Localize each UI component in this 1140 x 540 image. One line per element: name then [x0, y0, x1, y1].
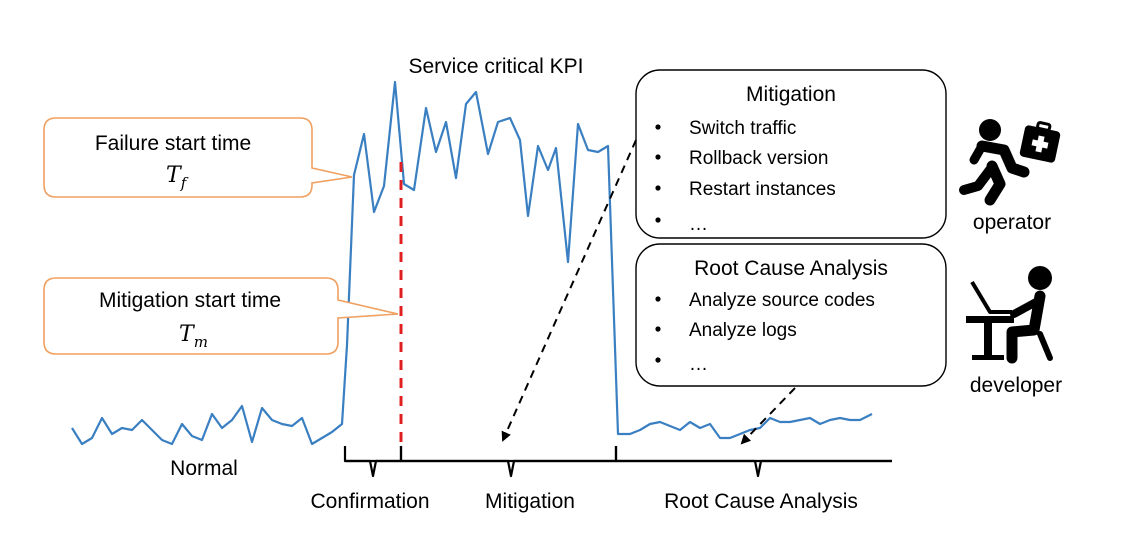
mitigation-item: …	[689, 214, 708, 235]
kpi-line	[71, 80, 873, 446]
mitigation-box	[635, 69, 947, 239]
mitigation-callout-symbol: Tm	[179, 322, 208, 351]
normal-label: Normal	[170, 457, 238, 480]
bullet	[655, 296, 661, 302]
mitigation-callout-label: Mitigation start time	[99, 289, 281, 312]
confirmation-label: Confirmation	[310, 490, 429, 513]
rca-box	[635, 243, 947, 387]
mitigation-box-items: Switch traffic Rollback version Restart …	[655, 118, 836, 235]
bullet	[655, 154, 661, 160]
mitigation-item: Switch traffic	[689, 118, 796, 139]
bullet	[655, 357, 661, 363]
rca-box-title: Root Cause Analysis	[694, 257, 888, 280]
developer-label: developer	[970, 374, 1062, 397]
mitigation-box-title: Mitigation	[746, 83, 836, 106]
mitigation-brace	[399, 446, 618, 478]
running-person-with-medkit-icon	[959, 119, 1061, 206]
mitigation-item: Rollback version	[689, 148, 828, 169]
rca-brace	[614, 446, 892, 478]
rca-arrow	[740, 387, 796, 445]
mitigation-callout	[43, 277, 399, 355]
person-at-laptop-icon	[966, 266, 1053, 364]
mitigation-label: Mitigation	[485, 490, 575, 513]
operator-label: operator	[973, 211, 1051, 234]
chart-title: Service critical KPI	[408, 55, 583, 78]
bullet	[655, 185, 661, 191]
failure-callout-label: Failure start time	[95, 132, 251, 155]
rca-label: Root Cause Analysis	[664, 490, 858, 513]
failure-callout	[43, 117, 353, 198]
bullet	[655, 217, 661, 223]
rca-item: Analyze source codes	[689, 290, 875, 311]
bullet	[655, 326, 661, 332]
mitigation-item: Restart instances	[689, 179, 836, 200]
rca-item: Analyze logs	[689, 320, 797, 341]
rca-item: …	[689, 354, 708, 375]
bullet	[655, 124, 661, 130]
rca-box-items: Analyze source codes Analyze logs …	[655, 290, 875, 375]
mitigation-arrow	[501, 139, 637, 442]
failure-callout-symbol: Tf	[166, 163, 189, 192]
